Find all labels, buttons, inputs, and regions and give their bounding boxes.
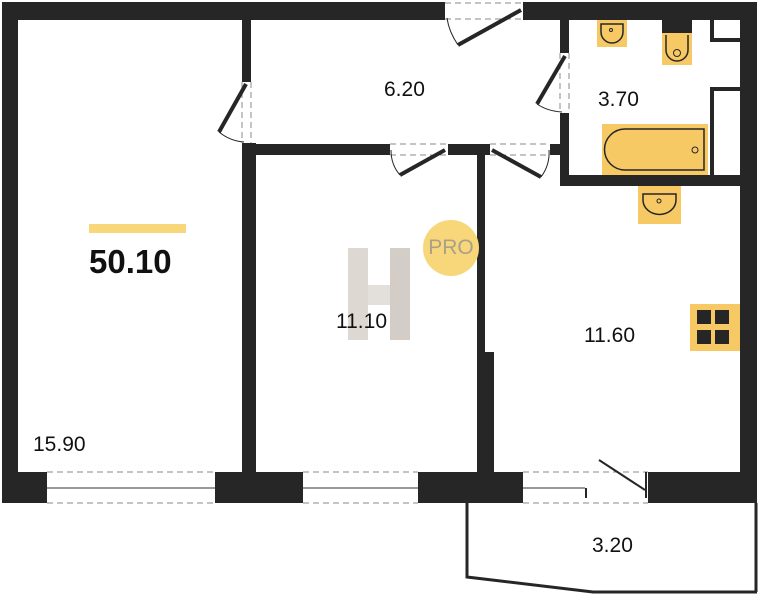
kitchen-sink-icon xyxy=(638,186,681,224)
room-area-bedroom-large: 15.90 xyxy=(33,433,86,456)
room-area-kitchen: 11.60 xyxy=(584,324,635,347)
door-swings xyxy=(218,17,647,498)
pro-badge: PRO xyxy=(423,220,479,276)
balcony-outline xyxy=(465,503,758,594)
fixtures xyxy=(597,20,740,351)
doors xyxy=(217,8,567,179)
walls xyxy=(2,2,757,503)
bathtub-icon xyxy=(602,124,708,175)
watermark-logo xyxy=(348,248,410,340)
room-area-bathroom: 3.70 xyxy=(598,88,639,111)
room-area-hallway: 6.20 xyxy=(384,78,425,101)
room-area-bedroom-small: 11.10 xyxy=(336,310,387,333)
total-area-bar xyxy=(89,224,186,233)
total-area: 50.10 xyxy=(89,243,172,280)
stove-icon xyxy=(690,304,740,351)
room-area-balcony: 3.20 xyxy=(592,534,633,557)
openings xyxy=(47,2,648,504)
